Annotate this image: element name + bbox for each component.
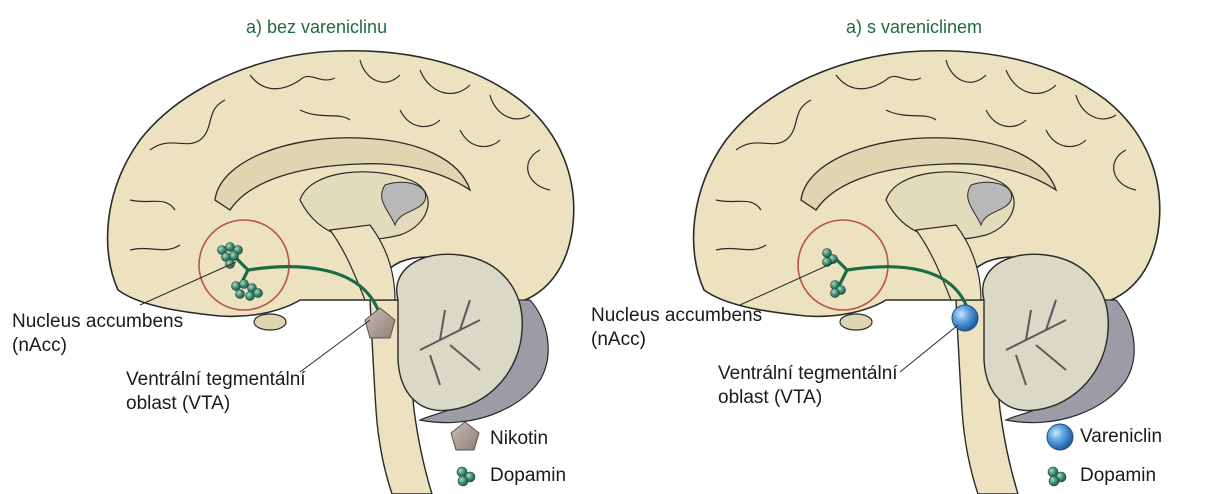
brain-illustration: [0, 0, 613, 494]
pentagon-nicotine-icon: [451, 422, 479, 450]
optic-chiasm: [254, 314, 286, 330]
vta-label-line2: oblast (VTA): [718, 386, 822, 409]
nacc-label-line1: Nucleus accumbens: [591, 304, 762, 327]
sphere-varenicline-icon: [1047, 424, 1073, 450]
nacc-label-line1: Nucleus accumbens: [12, 310, 183, 333]
vta-label-line2: oblast (VTA): [126, 392, 230, 415]
vta-leader-line: [900, 325, 958, 372]
optic-chiasm: [840, 314, 872, 330]
legend-dopamine: Dopamin: [490, 465, 566, 487]
brain-illustration: [613, 0, 1226, 494]
dopamine-cluster-icon: [457, 467, 475, 486]
vta-label-line1: Ventrální tegmentální: [126, 368, 306, 391]
legend-nicotine: Nikotin: [490, 428, 548, 450]
vta-label-line1: Ventrální tegmentální: [718, 362, 898, 385]
nacc-label-line2: (nAcc): [12, 334, 67, 357]
panel-without-varenicline: a) bez vareniclinu: [0, 0, 613, 494]
panel-with-varenicline: a) s vareniclinem: [613, 0, 1226, 494]
legend-varenicline: Vareniclin: [1080, 426, 1162, 448]
dopamine-cluster-icon: [1048, 467, 1066, 486]
legend-dopamine: Dopamin: [1080, 465, 1156, 487]
vta-leader-line: [300, 320, 370, 372]
nacc-label-line2: (nAcc): [591, 328, 646, 351]
